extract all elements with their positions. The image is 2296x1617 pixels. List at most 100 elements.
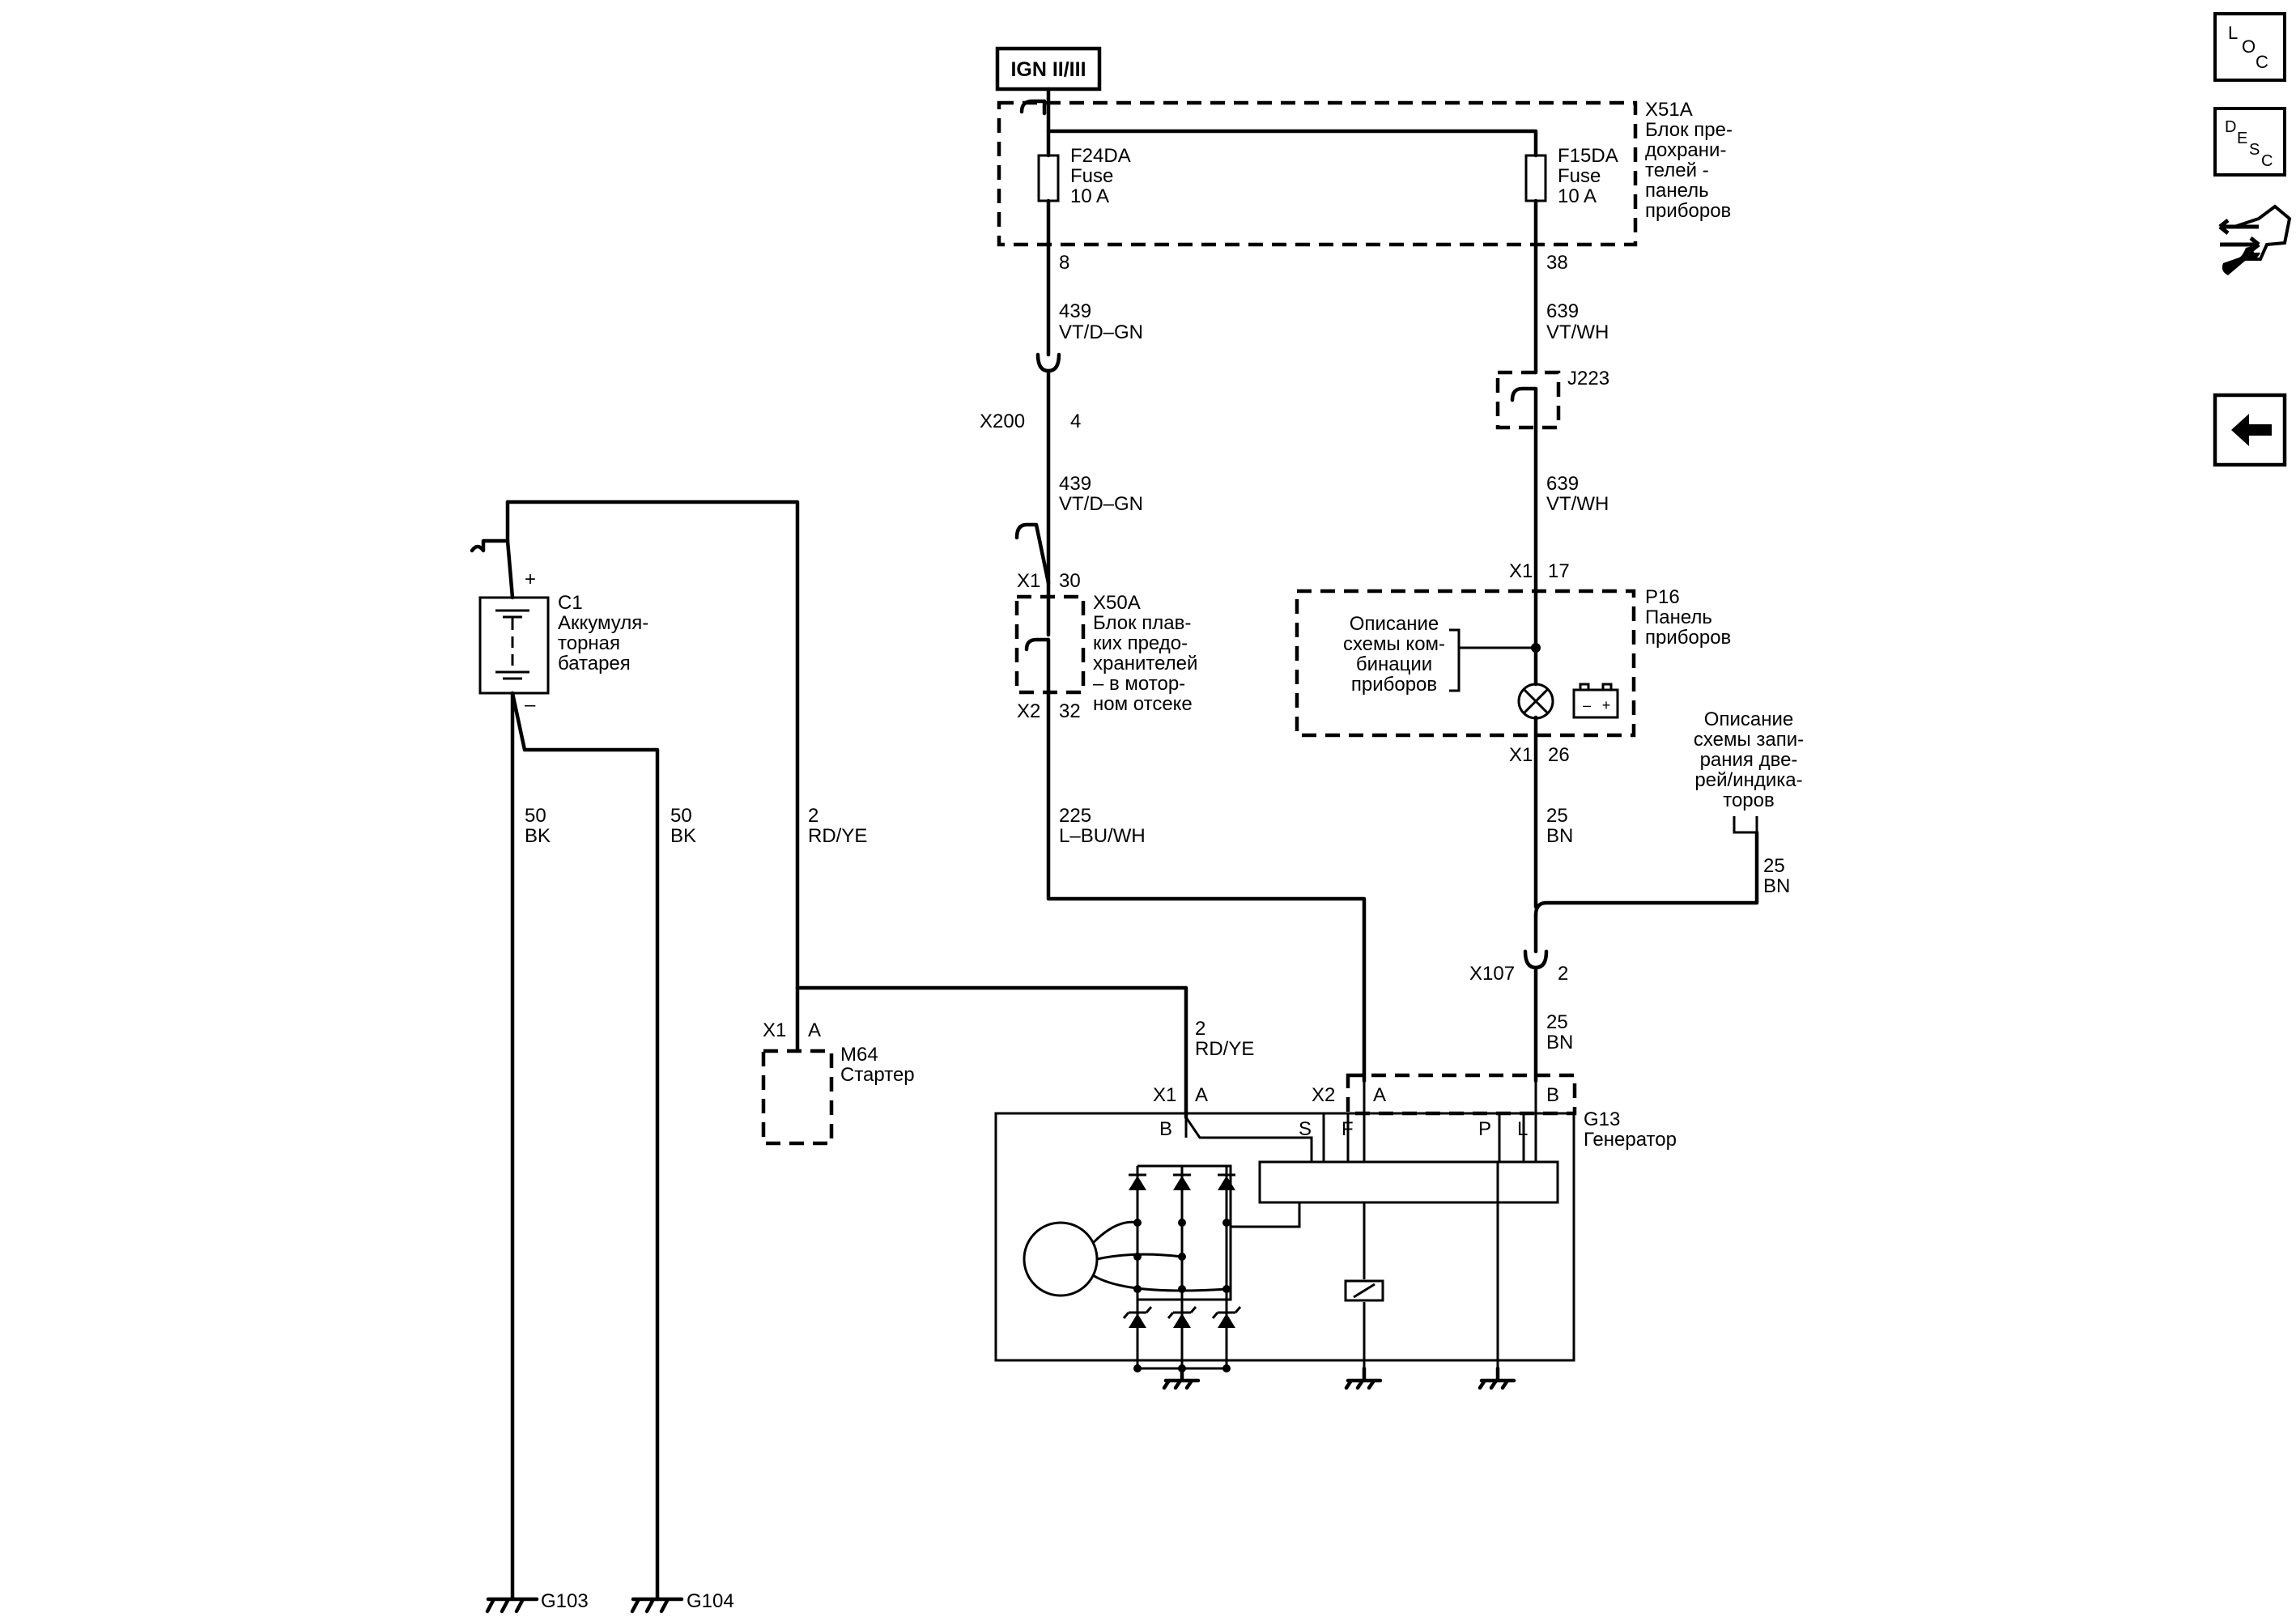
ground-icon [1478, 1366, 1516, 1390]
starter-m64 [761, 1049, 834, 1146]
loc-button[interactable]: L O C [2213, 12, 2286, 82]
battery-pos-stub [470, 538, 515, 600]
wire-50-number: 50 [525, 805, 546, 827]
x50a-line: ном отсеке [1093, 693, 1193, 715]
connector-x200-symbol [1035, 352, 1061, 373]
battery-minus-sign: – [525, 694, 536, 716]
loc-letter: O [2242, 36, 2256, 57]
p16-line: приборов [1645, 627, 1731, 649]
battery-plus: + [1602, 697, 1611, 713]
fuse-right-rating: 10 A [1558, 185, 1597, 207]
wire-25-color: BN [1546, 825, 1573, 847]
pin-x50a-x1: 30 [1059, 570, 1081, 592]
ground-g103: G103 [541, 1590, 589, 1612]
starter-x1: X1 [763, 1019, 786, 1041]
desc-letter: C [2261, 152, 2273, 170]
ign-label: IGN II/III [1010, 58, 1086, 81]
wire-2-color: RD/YE [808, 825, 867, 847]
generator-id: G13 [1584, 1108, 1620, 1130]
desc-letter: E [2237, 130, 2247, 147]
x50a-line: ких предо- [1093, 632, 1188, 654]
fuse-block-connector-stub [1019, 99, 1047, 116]
pin-x50a-x2: 32 [1059, 700, 1081, 722]
gen-terminal-s: S [1299, 1118, 1312, 1140]
gen-terminal-p: P [1478, 1118, 1491, 1140]
wire-25-door-number: 25 [1763, 855, 1785, 877]
connector-x200-label: X200 [980, 411, 1025, 432]
fuse-f15da [1524, 154, 1547, 202]
wire-2-battery [505, 500, 800, 990]
instrument-panel-p16 [1295, 589, 1636, 738]
fuse-block-id: X51A [1645, 99, 1693, 121]
fuse-block-line: дохрани- [1645, 139, 1726, 161]
wire-225-number: 225 [1059, 805, 1091, 827]
wire-25-number: 25 [1546, 805, 1568, 827]
x50a-connector-stub [1014, 522, 1051, 585]
splice-j223 [1495, 370, 1561, 430]
p16-line: Панель [1645, 606, 1712, 628]
p16-desc-bracket [1449, 628, 1536, 692]
wire-439-number: 439 [1059, 300, 1091, 322]
x50a-line: Блок плав- [1093, 612, 1191, 634]
wire-639-number-2: 639 [1546, 473, 1579, 495]
connector-info-icon[interactable] [2218, 204, 2292, 275]
indicator-lamp-icon [1517, 683, 1554, 720]
x50a-x1: X1 [1017, 570, 1040, 592]
regulator-output-wires [1363, 1162, 1499, 1368]
fuse-left-label: Fuse [1070, 165, 1113, 187]
pin-p16-x2: 26 [1548, 744, 1570, 766]
fuse-block-line: приборов [1645, 200, 1731, 222]
wire-225 [1024, 581, 1367, 1083]
wire-50-number-2: 50 [670, 805, 692, 827]
voltage-regulator [1258, 1160, 1559, 1204]
fuse-left-id: F24DA [1070, 145, 1131, 167]
wire-50-color: BK [525, 825, 551, 847]
wire-2-gen-color: RD/YE [1195, 1038, 1254, 1060]
wire-225-color: L–BU/WH [1059, 825, 1146, 847]
starter-name: Стартер [840, 1064, 915, 1086]
ground-icon [485, 1597, 539, 1614]
wire-639-color: VT/WH [1546, 321, 1609, 343]
battery-line: батарея [558, 653, 631, 674]
gen-terminal-f: F [1341, 1118, 1354, 1140]
fuse-f24da [1037, 129, 1060, 202]
stator-winding-icon [1023, 1221, 1099, 1297]
generator-x2-connector [1346, 1073, 1577, 1116]
p16-id: P16 [1645, 586, 1680, 608]
battery-id: C1 [558, 592, 583, 614]
diode-icon [1122, 1173, 1242, 1328]
generator-name: Генератор [1584, 1129, 1677, 1151]
generator-terminal-dividers [1184, 1113, 1525, 1162]
rectifier-bus [1137, 1117, 1313, 1301]
desc-button[interactable]: D E S C [2213, 107, 2286, 177]
p16-desc-line: бинации [1356, 653, 1432, 675]
battery-minus: – [1583, 697, 1591, 713]
ground-icon [630, 1597, 684, 1614]
door-ref-line: рания две- [1700, 749, 1798, 771]
pin-gen-x2-a: A [1373, 1084, 1386, 1106]
battery-line: торная [558, 632, 620, 654]
back-arrow-button[interactable] [2213, 393, 2287, 467]
battery-cells-icon [495, 609, 529, 680]
door-ref-bracket [1733, 816, 1758, 834]
wire-439-color-2: VT/D–GN [1059, 493, 1143, 515]
ground-g104: G104 [687, 1590, 734, 1612]
fuse-block-line: телей - [1645, 160, 1709, 181]
door-ref-line: торов [1723, 789, 1775, 811]
pin-gen-x1: A [1195, 1084, 1208, 1106]
desc-letter: D [2225, 118, 2236, 136]
fuse-block-line: панель [1645, 180, 1709, 202]
pin-x200: 4 [1070, 411, 1081, 432]
loc-letter: L [2228, 23, 2238, 43]
fuse-right-id: F15DA [1558, 145, 1618, 167]
field-coil-slash [1353, 1283, 1375, 1299]
door-ref-line: Описание [1704, 709, 1793, 730]
ground-icon [1162, 1366, 1201, 1390]
p16-desc-line: схемы ком- [1343, 633, 1445, 655]
loc-letter: C [2256, 52, 2268, 72]
wire-2-number: 2 [808, 805, 818, 827]
battery-line: Аккумуля- [558, 612, 648, 634]
connector-x107-label: X107 [1469, 963, 1515, 985]
fuse-block-line: Блок пре- [1645, 119, 1733, 141]
generator-g13 [994, 1112, 1575, 1362]
